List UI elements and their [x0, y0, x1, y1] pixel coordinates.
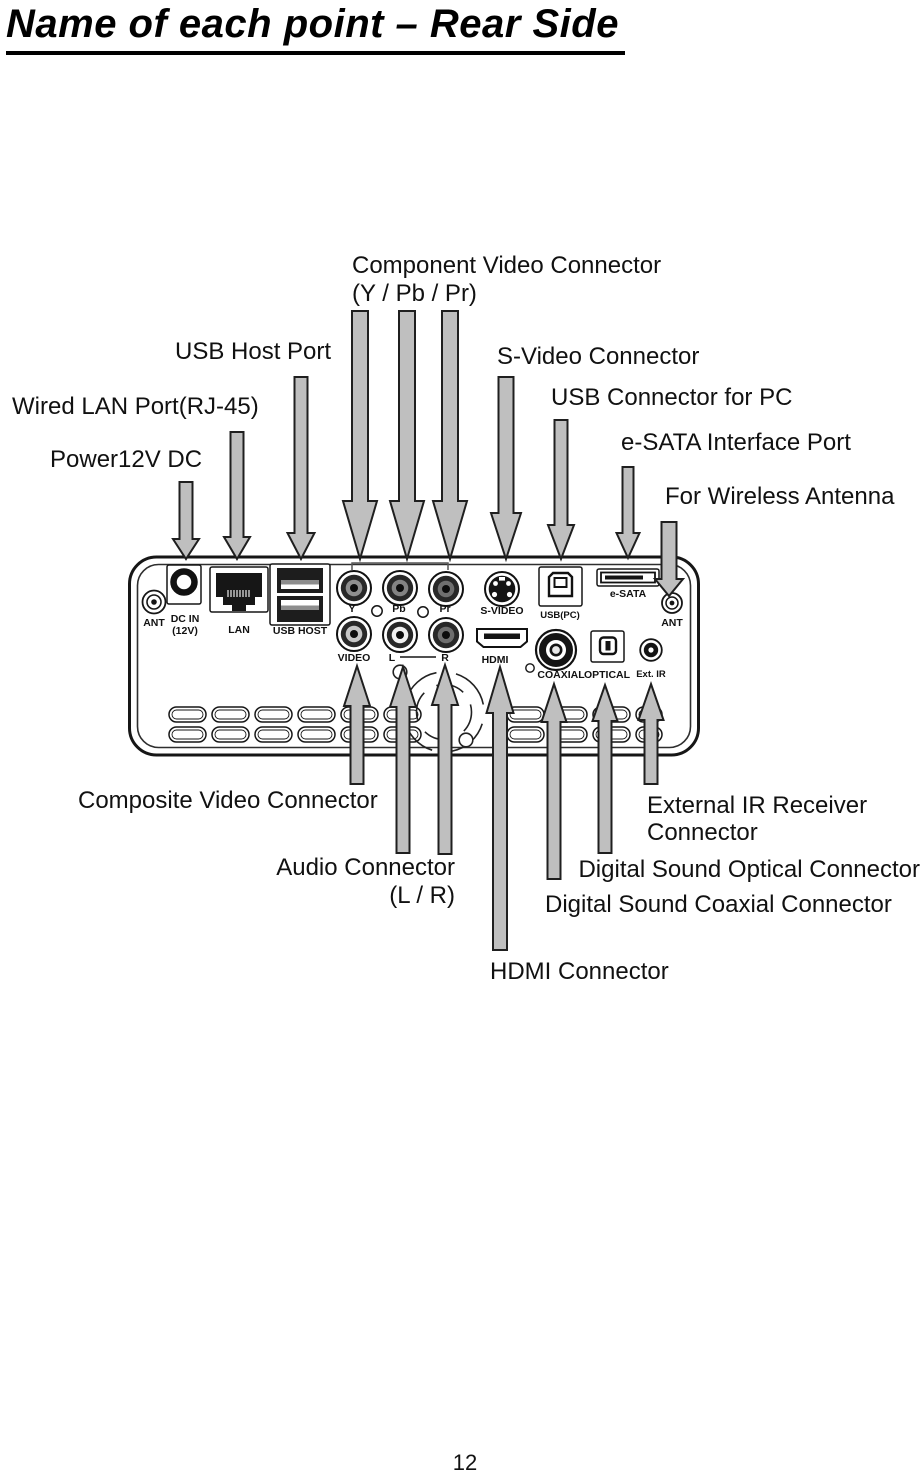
page-title: Name of each point – Rear Side — [6, 2, 625, 55]
dc-in-port: DC IN (12V) — [166, 564, 202, 637]
y-label: Y — [348, 603, 355, 615]
ant-right-label: ANT — [661, 617, 683, 629]
arrow-component-y — [341, 310, 379, 563]
hdmi-port: HDMI — [476, 628, 528, 666]
usb-host-label: USB HOST — [273, 625, 328, 637]
component-y-jack: Y — [336, 570, 372, 615]
callout-wireless: For Wireless Antenna — [665, 483, 895, 510]
audio-right-jack: R — [428, 617, 464, 664]
callout-power: Power12V DC — [50, 446, 203, 473]
s-video-port: S-VIDEO — [480, 571, 524, 617]
coaxial-port: COAXIAL — [525, 628, 585, 681]
arrow-audio-r — [430, 661, 460, 855]
callout-arrows — [171, 310, 686, 951]
arrow-audio-l — [388, 663, 418, 854]
audio-r-label: R — [441, 652, 449, 664]
arrow-hdmi — [485, 663, 515, 951]
arrow-component-pr — [431, 310, 469, 563]
antenna-port-right: ANT — [661, 592, 683, 629]
optical-label: OPTICAL — [584, 669, 631, 681]
arrow-usb-host — [285, 376, 317, 562]
callout-component-line1: Component Video Connector — [352, 252, 662, 279]
esata-port: e-SATA — [596, 568, 660, 600]
callout-usb-pc: USB Connector for PC — [551, 384, 793, 411]
pr-label: Pr — [439, 603, 450, 615]
ext-ir-port: Ext. IR — [636, 638, 666, 680]
arrow-wired-lan — [222, 431, 252, 561]
ext-ir-label: Ext. IR — [636, 669, 666, 680]
callout-esata: e-SATA Interface Port — [621, 429, 851, 456]
usb-pc-label: USB(PC) — [540, 610, 580, 621]
arrow-composite — [342, 662, 372, 785]
callout-usb-host: USB Host Port — [175, 338, 332, 365]
callout-audio-line2: (L / R) — [389, 882, 455, 909]
video-label: VIDEO — [338, 652, 371, 664]
callout-s-video: S-Video Connector — [497, 343, 700, 370]
arrow-coaxial — [540, 680, 568, 880]
component-group-bracket — [351, 562, 449, 570]
esata-label: e-SATA — [610, 588, 647, 600]
arrow-wireless-antenna — [652, 521, 686, 598]
s-video-label: S-VIDEO — [480, 605, 523, 617]
audio-l-label: L — [389, 652, 396, 664]
callout-component-line2: (Y / Pb / Pr) — [352, 280, 477, 307]
page-number: 12 — [452, 1450, 478, 1475]
usb-host-port: USB HOST — [269, 563, 331, 637]
lan-label: LAN — [228, 624, 250, 636]
pb-label: Pb — [392, 603, 405, 615]
lan-port: LAN — [209, 566, 269, 636]
dc-in-label-line1: DC IN — [171, 613, 200, 625]
callout-composite: Composite Video Connector — [78, 787, 378, 814]
arrow-component-pb — [388, 310, 426, 563]
audio-left-jack: L — [382, 617, 418, 664]
component-pr-jack: Pr — [428, 571, 464, 615]
arrow-s-video — [489, 376, 523, 563]
arrow-esata — [614, 466, 642, 561]
callout-ext-ir-line2: Connector — [647, 819, 758, 846]
optical-port: OPTICAL — [584, 630, 631, 681]
arrow-usb-pc — [546, 419, 576, 562]
component-pb-jack: Pb — [382, 570, 418, 615]
dc-in-label-line2: (12V) — [172, 625, 198, 637]
arrow-optical — [591, 681, 619, 854]
callout-coaxial: Digital Sound Coaxial Connector — [545, 891, 892, 918]
callout-ext-ir-line1: External IR Receiver — [647, 792, 868, 819]
hdmi-label: HDMI — [482, 654, 509, 666]
callout-audio-line1: Audio Connector — [276, 854, 455, 881]
callout-hdmi: HDMI Connector — [490, 958, 669, 985]
screw-hole — [417, 606, 429, 618]
arrow-power — [171, 481, 201, 561]
screw-hole — [371, 605, 383, 617]
arrow-ext-ir — [637, 680, 665, 785]
antenna-port-left: ANT — [141, 589, 167, 629]
coaxial-label: COAXIAL — [537, 669, 585, 681]
usb-pc-port: USB(PC) — [538, 566, 583, 621]
composite-video-jack: VIDEO — [336, 616, 372, 664]
callout-optical: Digital Sound Optical Connector — [578, 856, 920, 883]
ant-left-label: ANT — [143, 617, 165, 629]
callout-wired-lan: Wired LAN Port(RJ-45) — [12, 393, 259, 420]
